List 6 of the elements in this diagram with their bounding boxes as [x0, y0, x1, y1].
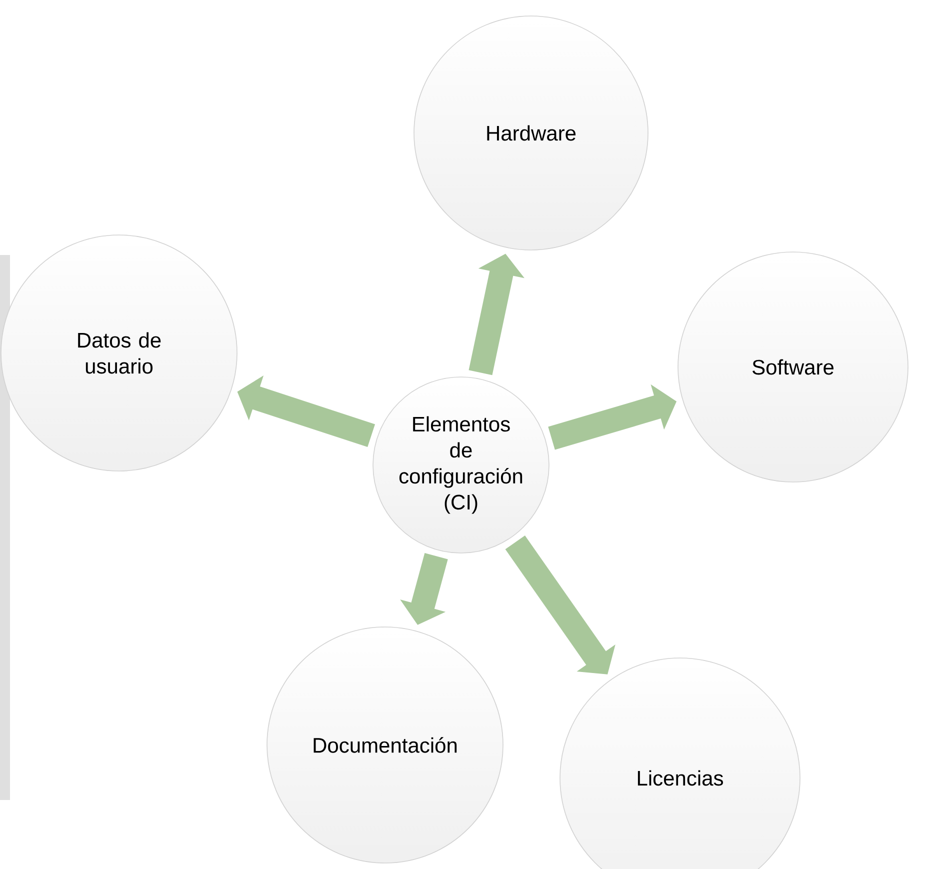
- circle-node: Datos de usuario: [0, 234, 238, 472]
- circle-node: Elementos de configuración (CI): [372, 376, 550, 554]
- circle-node: Hardware: [414, 16, 648, 250]
- block-arrow: [505, 535, 616, 674]
- circle-node: Software: [678, 252, 908, 482]
- circle-node: Documentación: [266, 626, 504, 864]
